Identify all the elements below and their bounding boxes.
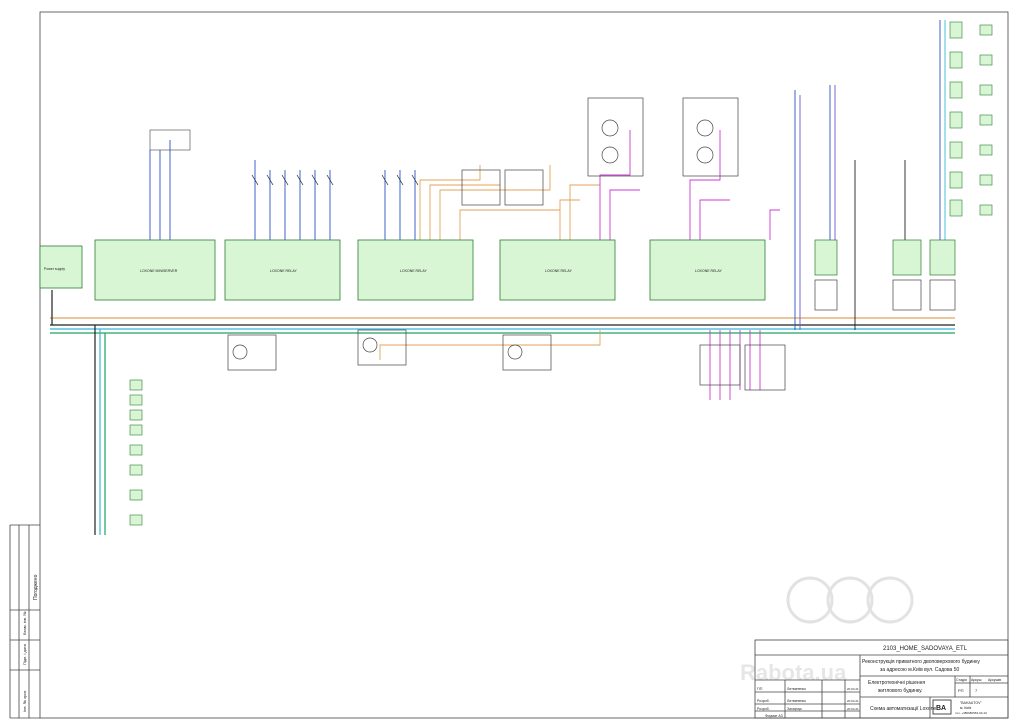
right-device-column — [949, 21, 993, 217]
miniserver-label: LOXONE MINISERVER — [140, 269, 178, 273]
side-stamp-field-3: Взам. інв. № — [22, 612, 27, 635]
stage-value: РП — [958, 688, 964, 693]
relay-3-label: LOXONE RELAY — [545, 269, 572, 273]
row-1-role: ГІП — [757, 687, 763, 691]
extension-modules — [814, 239, 956, 311]
long-verticals — [794, 85, 906, 330]
row-2-role: Розроб. — [757, 699, 770, 703]
orange-feeders — [379, 165, 601, 360]
title-block — [754, 639, 1009, 719]
side-stamp-approved: Погоджено — [33, 574, 39, 600]
sensor-column — [129, 379, 143, 526]
title-block-text: 2103_HOME_SADOVAYA_ETL Реконструкція при… — [757, 646, 1001, 718]
watermark: Rabota.ua — [740, 576, 914, 685]
company-line-3: тел. +380982563-63-10 — [955, 711, 987, 715]
sheets-header: Аркушів — [988, 678, 1001, 682]
project-code: 2103_HOME_SADOVAYA_ETL — [883, 646, 968, 652]
company-line-2: м. Київ — [960, 706, 971, 710]
relay-2-label: LOXONE RELAY — [400, 269, 427, 273]
relay-4-label: LOXONE RELAY — [695, 269, 722, 273]
row-1-name: Литвиненко — [787, 687, 806, 691]
project-line-1: Реконструкція приватного двоповерхового … — [862, 659, 980, 665]
format-label: Формат А3 — [765, 714, 783, 718]
row-3-name: Захарчук — [787, 707, 802, 711]
watermark-text: Rabota.ua — [740, 660, 847, 685]
company-logo: BA — [932, 699, 952, 715]
sheet-value: 7 — [975, 688, 978, 693]
side-stamp-field-2: Підп. і дата — [22, 643, 27, 665]
relay-module-1: LOXONE RELAY — [224, 239, 341, 301]
sheet-header: Аркуш — [971, 678, 982, 682]
miniserver-module: LOXONE MINISERVER — [94, 129, 216, 301]
top-feeders — [149, 20, 946, 240]
switch-row — [251, 174, 419, 186]
stage-header: Стадія — [956, 678, 967, 682]
project-line-2: за адресою м.Київ вул. Садова 50 — [880, 667, 959, 673]
section-title-line-2: житлового будинку. — [878, 688, 923, 694]
power-supply-label: Power supply — [44, 267, 65, 271]
row-3-date: 20.04.21 — [847, 707, 859, 711]
company-line-1: "BAHAUTOV" — [960, 701, 982, 705]
relay-module-3: LOXONE RELAY — [499, 239, 616, 301]
magenta-feeders — [599, 130, 780, 400]
boiler-units — [461, 97, 739, 206]
power-supply-module: Power supply — [39, 245, 83, 289]
company-logo-text: BA — [936, 705, 946, 712]
row-1-date: 20.04.21 — [847, 687, 859, 691]
motor-units — [227, 329, 786, 391]
side-stamp: Погоджено Інв. № ориг. Підп. і дата Взам… — [22, 574, 39, 712]
relay-module-2: LOXONE RELAY — [357, 239, 474, 301]
relay-1-label: LOXONE RELAY — [270, 269, 297, 273]
section-title-line-1: Електротехнічні рішення — [868, 680, 925, 686]
sheet-title: Схема автоматизації Loxone — [870, 706, 936, 712]
row-2-name: Литвиненко — [787, 699, 806, 703]
bus-lines — [50, 290, 955, 535]
row-3-role: Розроб. — [757, 707, 770, 711]
row-2-date: 20.04.21 — [847, 699, 859, 703]
relay-module-4: LOXONE RELAY — [649, 239, 766, 301]
side-stamp-field-1: Інв. № ориг. — [22, 690, 27, 712]
drawing-frame — [9, 11, 1009, 719]
